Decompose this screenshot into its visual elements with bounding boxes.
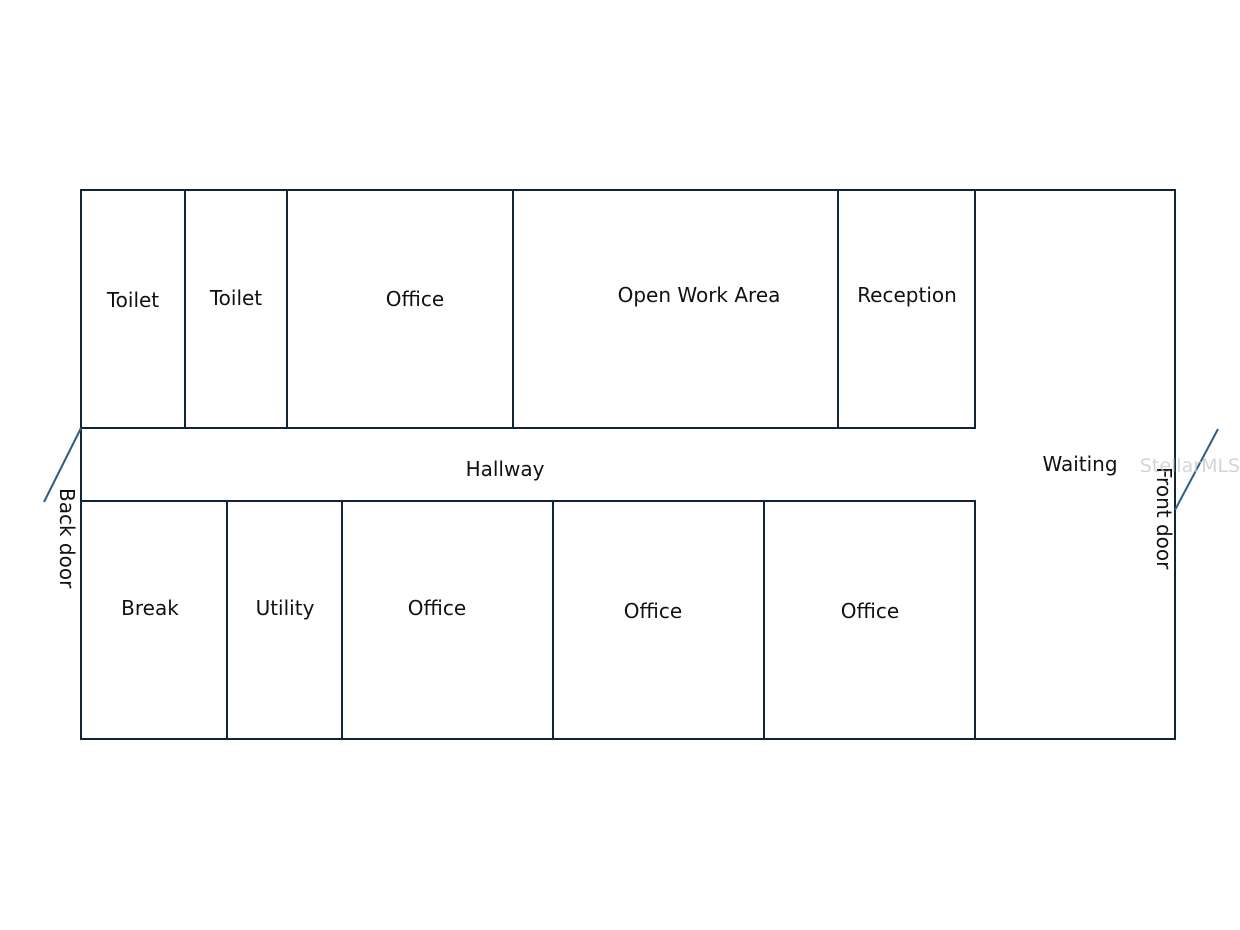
open-work-area-room <box>512 189 839 429</box>
room-label-office-bottom-3: Office <box>841 599 899 623</box>
room-label-waiting: Waiting <box>1042 452 1117 476</box>
reception-room <box>837 189 976 429</box>
room-label-office-top: Office <box>386 287 444 311</box>
room-label-reception: Reception <box>857 283 957 307</box>
utility-room <box>226 500 343 740</box>
back-door-swing <box>43 427 82 503</box>
room-label-hallway: Hallway <box>466 457 545 481</box>
room-label-office-bottom-2: Office <box>624 599 682 623</box>
watermark-logo: StellarMLS <box>1140 455 1240 477</box>
back-door-label: Back door <box>55 488 79 589</box>
front-door-label: Front door <box>1152 467 1176 570</box>
office-bottom-1-room <box>341 500 554 740</box>
room-label-toilet-1: Toilet <box>106 288 159 312</box>
room-label-open-work-area: Open Work Area <box>618 283 781 307</box>
room-label-break: Break <box>121 596 179 620</box>
building-outline <box>80 189 1176 740</box>
break-room <box>80 500 228 740</box>
room-label-office-bottom-1: Office <box>408 596 466 620</box>
office-bottom-3-room <box>763 500 976 740</box>
front-door-swing <box>1174 428 1219 511</box>
room-label-utility: Utility <box>256 596 315 620</box>
room-label-toilet-2: Toilet <box>209 286 262 310</box>
